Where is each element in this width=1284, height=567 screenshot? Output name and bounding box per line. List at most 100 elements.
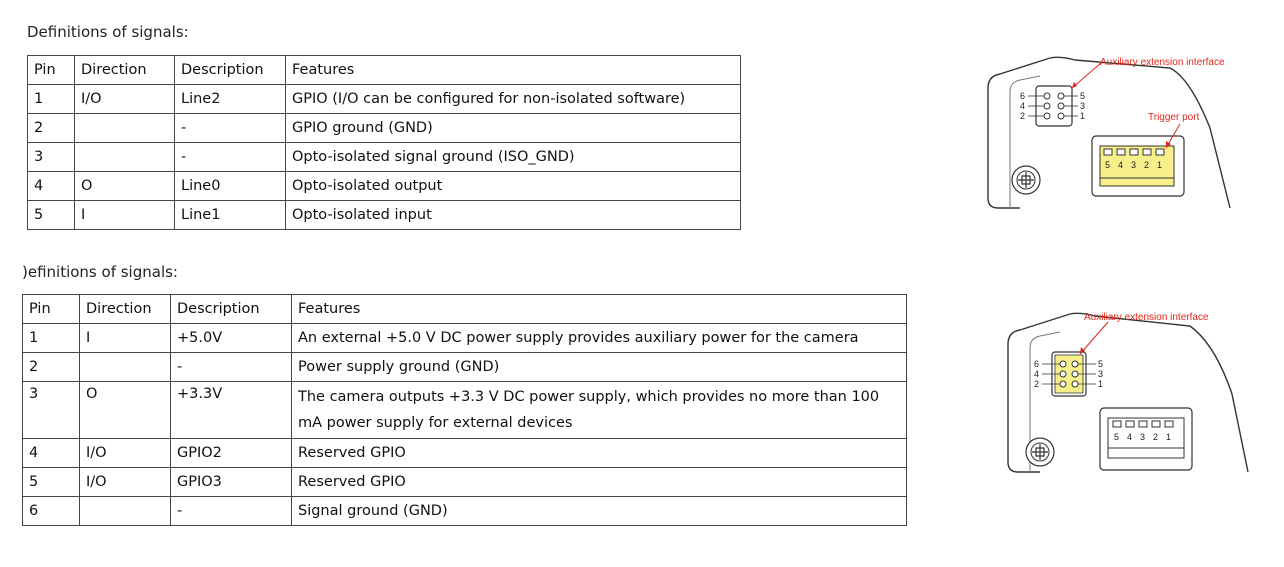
aux-pin-label: 5 [1098, 359, 1103, 369]
description-cell: Line0 [174, 171, 286, 201]
table-row: 2 - GPIO ground (GND) [27, 113, 741, 143]
aux-pin-label: 4 [1034, 369, 1039, 379]
trigger-pin-label: 2 [1153, 432, 1158, 442]
aux-pin-label: 1 [1080, 111, 1085, 121]
aux-pin-label: 5 [1080, 91, 1085, 101]
table-row: 2 - Power supply ground (GND) [22, 352, 907, 382]
table-row: 1 I +5.0V An external +5.0 V DC power su… [22, 323, 907, 353]
trigger-annotation-label: Trigger port [1148, 112, 1200, 123]
features-cell: GPIO (I/O can be configured for non-isol… [285, 84, 741, 114]
direction-cell: O [79, 381, 171, 439]
table-1-heading: Definitions of signals: [27, 23, 189, 41]
trigger-pin-label: 2 [1144, 160, 1149, 170]
features-cell: Opto-isolated signal ground (ISO_GND) [285, 142, 741, 172]
header-cell: Direction [79, 294, 171, 324]
trigger-pin-label: 4 [1127, 432, 1132, 442]
signals-table-1: Pin Direction Description Features 1 I/O… [27, 55, 741, 230]
table-row: 3 - Opto-isolated signal ground (ISO_GND… [27, 142, 741, 172]
trigger-pin-label: 1 [1157, 160, 1162, 170]
pin-cell: 1 [22, 323, 80, 353]
header-cell: Description [174, 55, 286, 85]
trigger-pin-label: 4 [1118, 160, 1123, 170]
table-row: 3 O +3.3V The camera outputs +3.3 V DC p… [22, 381, 907, 439]
pin-cell: 5 [27, 200, 75, 230]
trigger-pin-label: 3 [1131, 160, 1136, 170]
aux-pin-label: 6 [1034, 359, 1039, 369]
aux-pin-label: 2 [1034, 379, 1039, 389]
table-row: 6 - Signal ground (GND) [22, 496, 907, 526]
camera-connector-diagram-2: 6 4 2 5 3 1 5 4 3 2 1 Auxiliary extensio… [1007, 312, 1249, 473]
pin-cell: 4 [27, 171, 75, 201]
direction-cell: I/O [74, 84, 175, 114]
header-cell: Description [170, 294, 292, 324]
header-cell: Pin [27, 55, 75, 85]
features-cell: Signal ground (GND) [291, 496, 907, 526]
aux-pin-label: 2 [1020, 111, 1025, 121]
features-cell: GPIO ground (GND) [285, 113, 741, 143]
direction-cell: I [74, 200, 175, 230]
table-2-heading: )efinitions of signals: [22, 263, 178, 281]
features-cell: An external +5.0 V DC power supply provi… [291, 323, 907, 353]
header-cell: Pin [22, 294, 80, 324]
aux-annotation-arrow [1071, 61, 1103, 89]
direction-cell: I/O [79, 467, 171, 497]
features-cell: The camera outputs +3.3 V DC power suppl… [291, 381, 907, 439]
screw-icon [1025, 437, 1055, 467]
header-cell: Features [285, 55, 741, 85]
description-cell: GPIO3 [170, 467, 292, 497]
aux-annotation-label: Auxiliary extension interface [1100, 57, 1225, 68]
direction-cell: I [79, 323, 171, 353]
table-row: 1 I/O Line2 GPIO (I/O can be configured … [27, 84, 741, 114]
pin-cell: 6 [22, 496, 80, 526]
pin-cell: 1 [27, 84, 75, 114]
signals-table-2: Pin Direction Description Features 1 I +… [22, 294, 907, 526]
pin-cell: 3 [27, 142, 75, 172]
trigger-pin-label: 3 [1140, 432, 1145, 442]
pin-cell: 2 [27, 113, 75, 143]
table-row: 4 O Line0 Opto-isolated output [27, 171, 741, 201]
description-cell: - [174, 142, 286, 172]
features-cell: Power supply ground (GND) [291, 352, 907, 382]
description-cell: - [170, 352, 292, 382]
aux-pin-label: 1 [1098, 379, 1103, 389]
pin-cell: 4 [22, 438, 80, 468]
camera-connector-diagram-1: 6 4 2 5 3 1 5 4 3 2 1 Auxiliary extensio… [987, 56, 1231, 209]
aux-pin-label: 3 [1098, 369, 1103, 379]
description-cell: +3.3V [170, 381, 292, 439]
description-cell: - [170, 496, 292, 526]
features-cell: Reserved GPIO [291, 438, 907, 468]
aux-annotation-arrow [1079, 321, 1109, 355]
table-row: 4 I/O GPIO2 Reserved GPIO [22, 438, 907, 468]
description-cell: +5.0V [170, 323, 292, 353]
aux-annotation-label: Auxiliary extension interface [1084, 312, 1209, 323]
description-cell: Line2 [174, 84, 286, 114]
direction-cell [79, 496, 171, 526]
direction-cell [79, 352, 171, 382]
table-row: 5 I/O GPIO3 Reserved GPIO [22, 467, 907, 497]
direction-cell [74, 142, 175, 172]
pin-cell: 2 [22, 352, 80, 382]
description-cell: GPIO2 [170, 438, 292, 468]
direction-cell [74, 113, 175, 143]
pin-cell: 5 [22, 467, 80, 497]
header-cell: Features [291, 294, 907, 324]
features-cell: Reserved GPIO [291, 467, 907, 497]
trigger-pin-label: 5 [1114, 432, 1119, 442]
aux-pin-label: 6 [1020, 91, 1025, 101]
features-cell: Opto-isolated output [285, 171, 741, 201]
header-cell: Direction [74, 55, 175, 85]
description-cell: - [174, 113, 286, 143]
table-header-row: Pin Direction Description Features [22, 294, 907, 324]
aux-pin-label: 3 [1080, 101, 1085, 111]
aux-pins [1059, 360, 1079, 388]
table-header-row: Pin Direction Description Features [27, 55, 741, 85]
description-cell: Line1 [174, 200, 286, 230]
trigger-pin-label: 5 [1105, 160, 1110, 170]
screw-icon [1011, 165, 1041, 195]
table-row: 5 I Line1 Opto-isolated input [27, 200, 741, 230]
direction-cell: I/O [79, 438, 171, 468]
trigger-pin-label: 1 [1166, 432, 1171, 442]
features-cell: Opto-isolated input [285, 200, 741, 230]
pin-cell: 3 [22, 381, 80, 439]
direction-cell: O [74, 171, 175, 201]
